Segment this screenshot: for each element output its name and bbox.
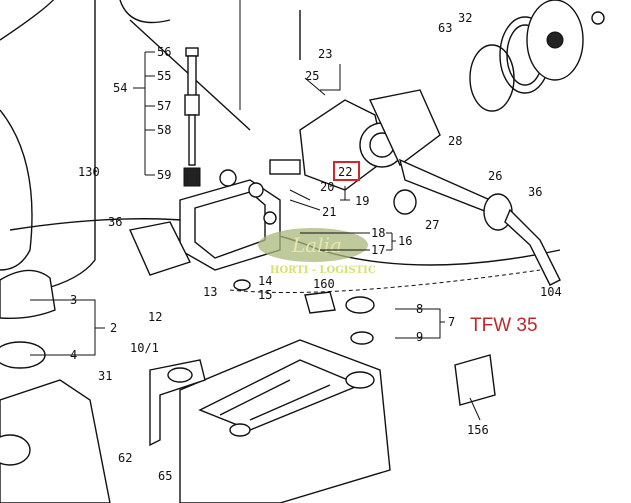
label-31: 31 [98,369,112,383]
label-54: 54 [113,81,127,95]
label-65: 65 [158,469,172,483]
watermark-logo: Lalia HORTI - LOGISTIC [258,228,376,276]
label-20: 20 [320,180,334,194]
label-57: 57 [157,99,171,113]
label-28: 28 [448,134,462,148]
label-63: 63 [438,21,452,35]
label-36-left: 36 [108,215,122,229]
label-13: 13 [203,285,217,299]
label-56: 56 [157,45,171,59]
label-27: 27 [425,218,439,232]
svg-text:HORTI - LOGISTIC: HORTI - LOGISTIC [270,265,376,276]
label-23: 23 [318,47,332,61]
label-4: 4 [70,348,77,362]
bracket [149,359,206,447]
diaphragm-set [469,0,605,112]
oil-tank [0,339,391,503]
label-16: 16 [398,234,412,248]
cover-plate [129,221,191,276]
pump-housing [269,89,441,191]
label-15: 15 [258,288,272,302]
part-labels: 63 32 23 56 25 55 54 57 58 28 22 59 20 1… [70,11,562,483]
svg-text:Lalia: Lalia [291,233,342,257]
tank-cap [345,296,375,314]
label-156: 156 [467,423,489,437]
o-ring-9 [350,331,374,345]
label-32: 32 [458,11,472,25]
label-36-right: 36 [528,185,542,199]
label-21: 21 [322,205,336,219]
label-18: 18 [371,226,385,240]
valve-rod-assembly [183,47,201,187]
label-160: 160 [313,277,335,291]
label-14: 14 [258,274,272,288]
label-2: 2 [110,321,117,335]
label-104: 104 [540,285,562,299]
label-156 [454,354,496,406]
label-25: 25 [305,69,319,83]
label-3: 3 [70,293,77,307]
label-59: 59 [157,168,171,182]
label-22: 22 [338,165,352,179]
label-9: 9 [416,330,423,344]
label-8: 8 [416,302,423,316]
label-10-1: 10/1 [130,341,159,355]
label-160 [304,291,336,314]
label-26: 26 [488,169,502,183]
highlight-box [333,161,360,181]
label-7: 7 [448,315,455,329]
o-ring-27 [393,189,417,215]
leader-lines [30,51,481,421]
washer-15 [233,279,251,291]
label-62: 62 [118,451,132,465]
label-12: 12 [148,310,162,324]
label-19: 19 [355,194,369,208]
model-label: TFW 35 [470,315,538,336]
label-130: 130 [78,165,100,179]
label-17: 17 [371,243,385,257]
label-58: 58 [157,123,171,137]
filler-cap [0,269,56,369]
shaft [398,158,561,286]
label-55: 55 [157,69,171,83]
